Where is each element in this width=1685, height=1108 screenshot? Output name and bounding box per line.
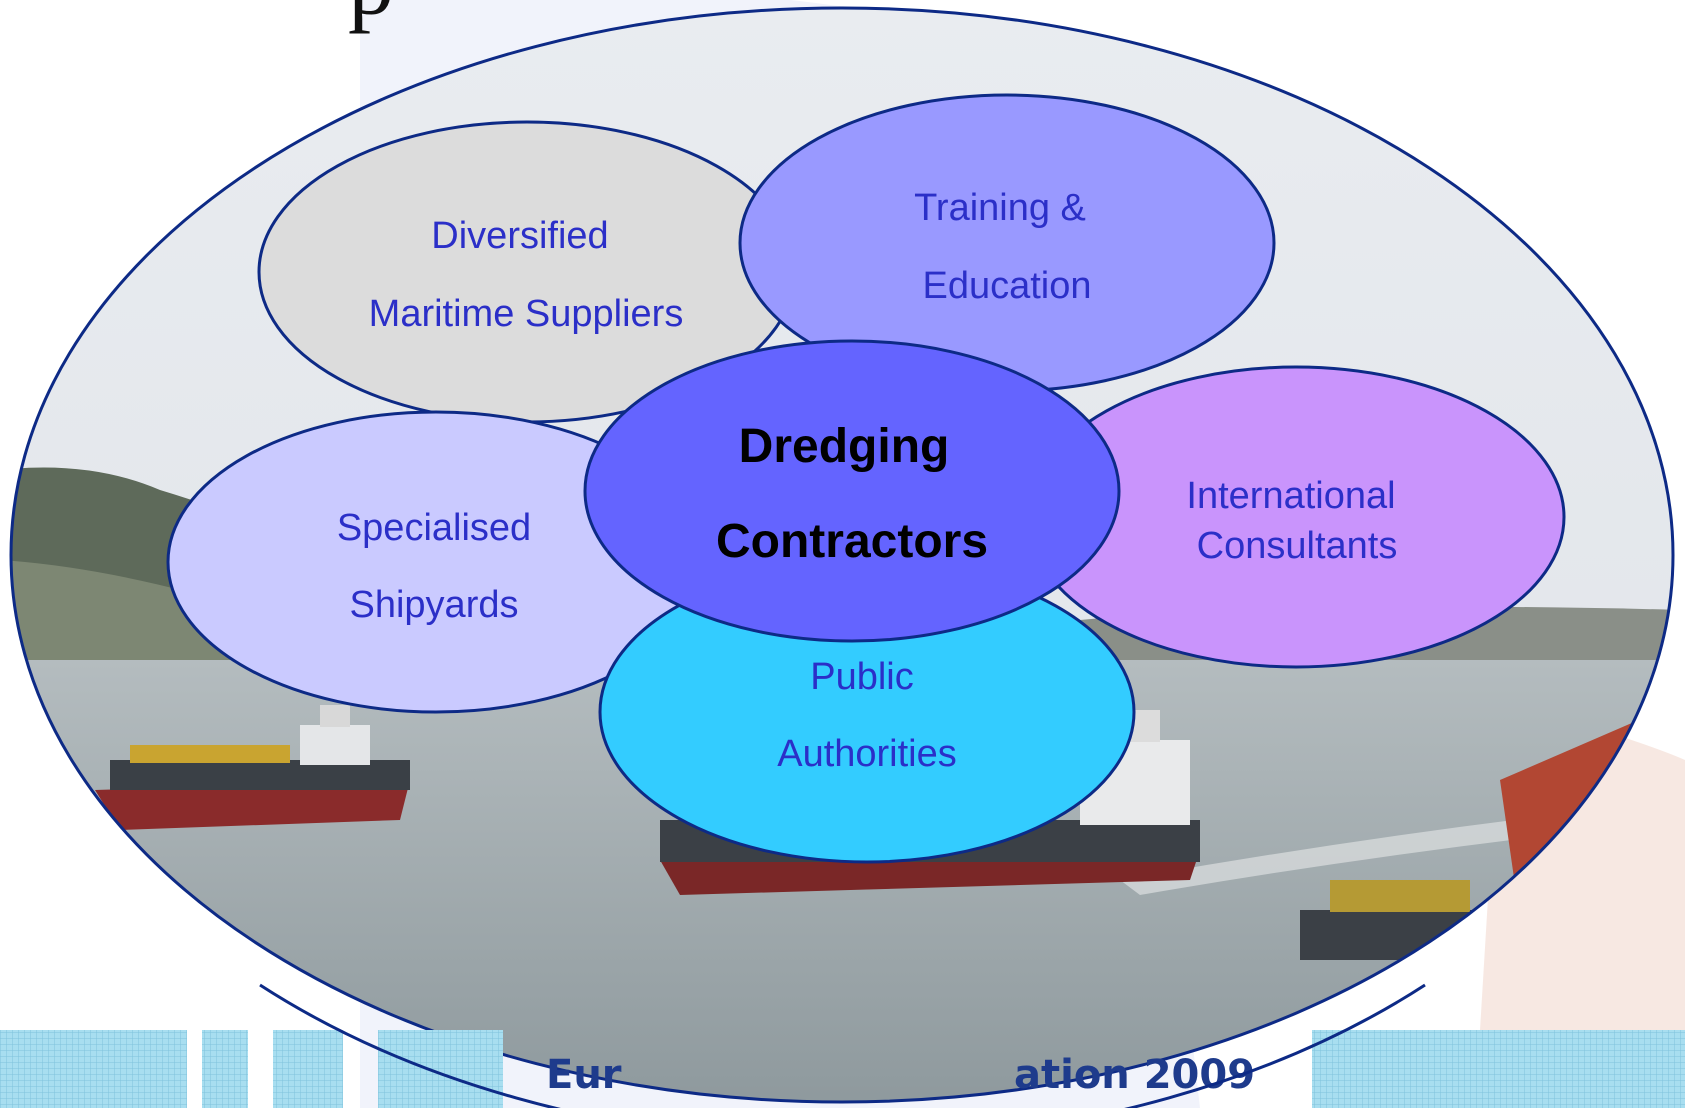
node-public-line2: Authorities: [777, 733, 957, 775]
footer-block-2: [202, 1030, 248, 1108]
node-specialised-shipyards: Specialised Shipyards: [166, 410, 706, 714]
node-diversified-line1: Diversified: [431, 215, 608, 257]
node-public-authorities: Public Authorities: [598, 560, 1136, 864]
footer-block-3: [273, 1030, 343, 1108]
footer-block-1: [0, 1030, 187, 1108]
node-dredging-contractors-center: Dredging Contractors: [583, 339, 1121, 643]
footer-text-right: ation 2009: [1014, 1052, 1255, 1098]
outer-ecosystem-ellipse: [9, 6, 1675, 1104]
node-international-line1: International: [1186, 475, 1395, 517]
node-diversified-line2: Maritime Suppliers: [369, 293, 684, 335]
slide-title-fragment: p: [348, 0, 394, 34]
footer-block-5: [1312, 1030, 1685, 1108]
node-public-line1: Public: [810, 656, 914, 698]
node-training-education: Training & Education: [738, 93, 1276, 393]
footer-text-left: Eur: [546, 1052, 622, 1098]
footer-block-4: [378, 1030, 503, 1108]
node-shipyards-line2: Shipyards: [350, 584, 519, 626]
node-international-line2: Consultants: [1197, 525, 1398, 567]
footer-bar: Eur ation 2009: [0, 1030, 1685, 1108]
node-training-line2: Education: [922, 265, 1091, 307]
node-training-line1: Training &: [914, 187, 1086, 229]
ship-left: [95, 705, 410, 830]
center-line2: Contractors: [716, 515, 988, 568]
center-line1: Dredging: [739, 420, 950, 473]
node-international-consultants: International Consultants: [1026, 365, 1566, 669]
outer-ellipse-lower-arc: [259, 983, 1426, 1108]
node-shipyards-line1: Specialised: [337, 507, 531, 549]
